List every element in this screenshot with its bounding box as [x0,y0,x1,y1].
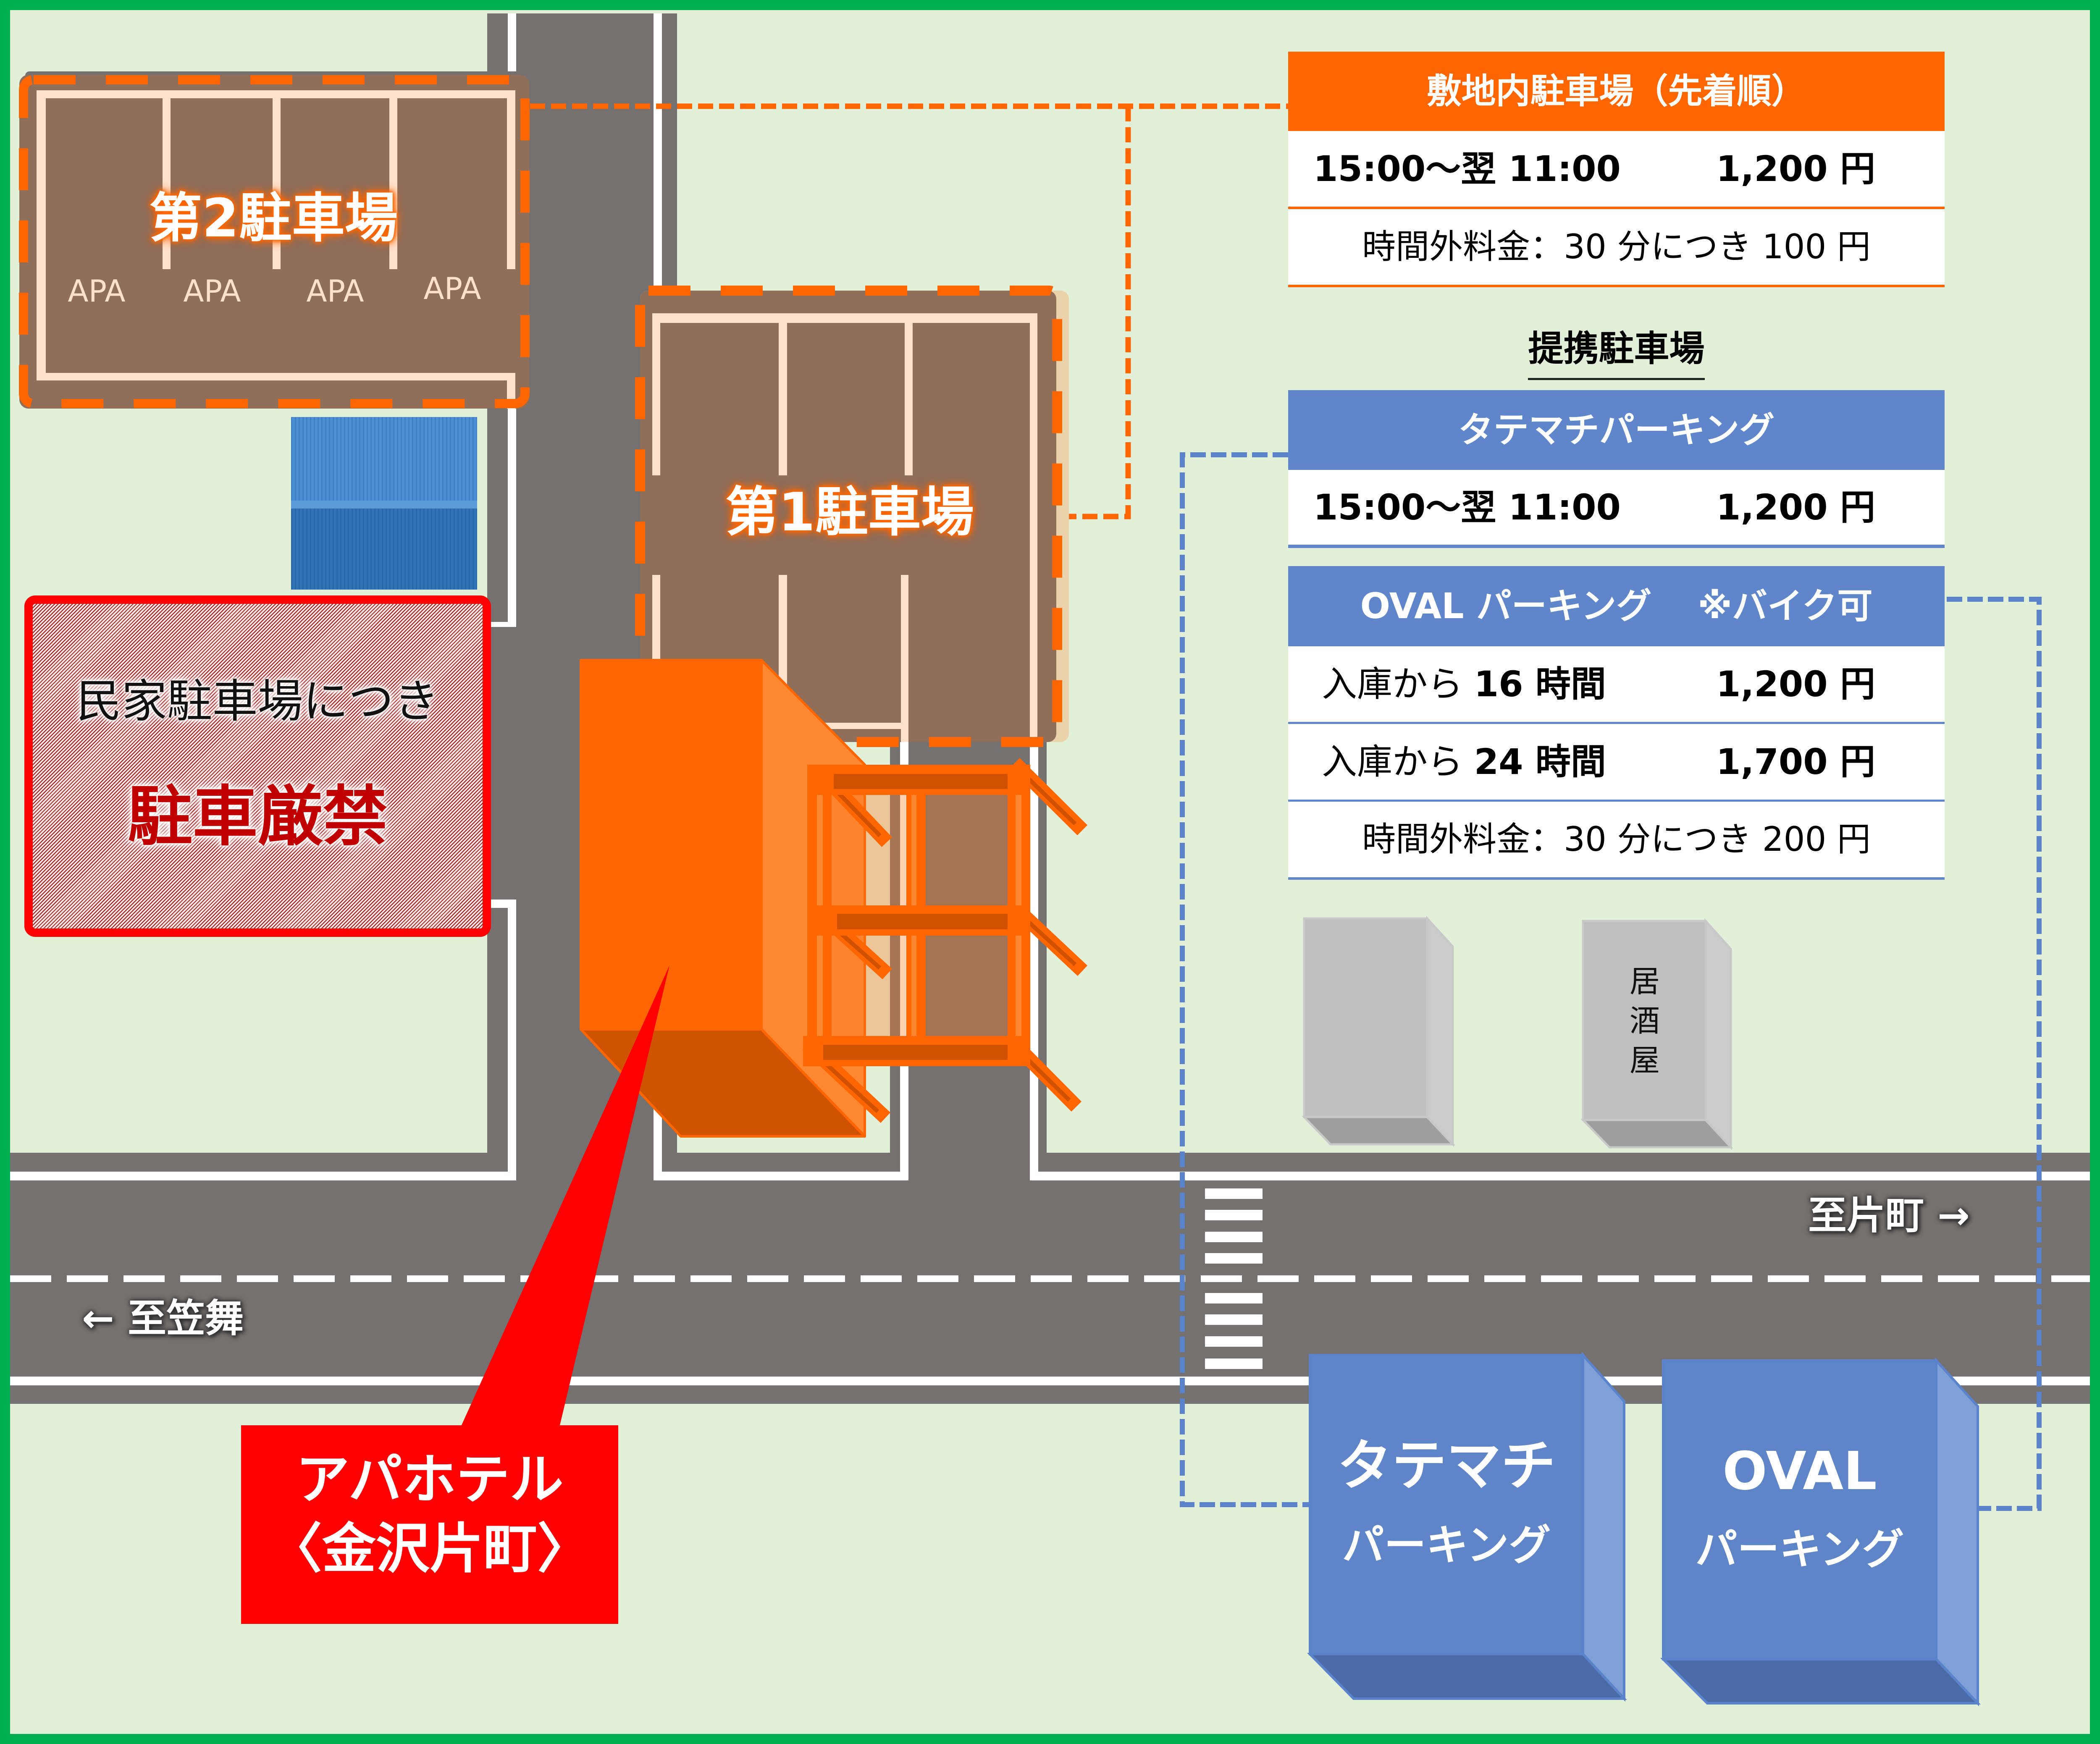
onsite-overtime-row: 時間外料金：30 分につき 100 円 [1288,209,1945,287]
parking-lot-1-area [635,286,1069,747]
izakaya-char: 屋 [1629,1043,1660,1078]
oval-rate-price: 1,200 円 [1716,664,1875,705]
oval-rate-price: 1,700 円 [1716,741,1875,782]
parking-lot-2-area [19,71,530,409]
onsite-rate-row: 15:00～翌 11:00 1,200 円 [1288,131,1945,209]
tatemachi-rate-price: 1,200 円 [1716,487,1875,528]
oval-parking-header: OVAL パーキング ※バイク可 [1288,566,1945,646]
parking-lot-2-label: 第2駐車場 [149,187,398,249]
oval-rate-prefix: 入庫から [1322,741,1463,782]
onsite-overtime-fee: 時間外料金：30 分につき 100 円 [1362,227,1871,266]
tatemachi-parking-header: タテマチパーキング [1288,390,1945,470]
partner-parking-heading-text: 提携駐車場 [1528,328,1705,380]
hotel-callout-label: アパホテル 〈金沢片町〉 [241,1425,618,1624]
oval-building-label-line1: OVAL [1722,1441,1877,1502]
parking-lot-2-boundary [19,75,530,408]
onsite-parking-header: 敷地内駐車場（先着順） [1288,52,1945,131]
oval-parking-note: ※バイク可 [1698,585,1873,627]
onsite-rate-price: 1,200 円 [1716,148,1875,189]
izakaya-label: 居 酒 屋 [1624,962,1666,1080]
parking-space-label: APA [68,273,126,309]
crosswalk [1205,1188,1263,1369]
tatemachi-parking-building [1307,1352,1627,1702]
hotel-front-face [580,659,763,1031]
no-parking-zone: 民家駐車場につき 駐車厳禁 [24,595,491,937]
blue-roof-building [291,417,477,590]
izakaya-char: 酒 [1629,1003,1660,1039]
tatemachi-building-label-line1: タテマチ [1337,1434,1556,1497]
oval-overtime-fee: 時間外料金：30 分につき 200 円 [1362,820,1871,859]
tatemachi-parking-table: タテマチパーキング 15:00～翌 11:00 1,200 円 [1288,390,1945,548]
oval-rate-row: 入庫から 16 時間 1,200 円 [1288,646,1945,724]
izakaya-char: 居 [1629,964,1660,999]
no-parking-note: 民家駐車場につき [76,675,439,728]
hotel-callout-pointer [461,965,669,1427]
direction-to-kasamai: ← 至笠舞 [82,1296,244,1341]
onsite-parking-table: 敷地内駐車場（先着順） 15:00～翌 11:00 1,200 円 時間外料金：… [1288,52,1945,287]
hotel-balcony-frame [802,758,1088,1123]
tatemachi-connector-line [1180,452,1310,1507]
parking-space-label: APA [183,273,241,309]
oval-overtime-row: 時間外料金：30 分につき 200 円 [1288,802,1945,880]
oval-parking-name: OVAL パーキング [1360,585,1652,627]
parking-space-label: APA [306,273,364,309]
oval-parking-table: OVAL パーキング ※バイク可 入庫から 16 時間 1,200 円 入庫から … [1288,566,1945,880]
oval-rate-hours: 24 時間 [1474,741,1606,782]
oval-building-label-line2: パーキング [1695,1525,1904,1574]
tatemachi-rate-time: 15:00～翌 11:00 [1313,487,1621,528]
direction-to-katamachi: 至片町 → [1808,1193,1970,1238]
partner-parking-heading: 提携駐車場 [1288,328,1945,380]
onsite-rate-time: 15:00～翌 11:00 [1313,148,1621,189]
parking-lot-1-label: 第1駐車場 [725,481,974,543]
onsite-connector-line [530,103,1288,519]
hotel-name: アパホテル [296,1448,564,1511]
izakaya-building [1580,918,1733,1150]
tatemachi-rate-row: 15:00～翌 11:00 1,200 円 [1288,470,1945,548]
oval-rate-prefix: 入庫から [1322,664,1463,705]
oval-connector-line [1941,597,2042,1511]
oval-parking-building [1660,1357,1981,1707]
oval-rate-hours: 16 時間 [1474,664,1606,705]
oval-rate-row: 入庫から 24 時間 1,700 円 [1288,724,1945,802]
tatemachi-building-label-line2: パーキング [1342,1521,1551,1570]
parking-space-label: APA [423,271,481,306]
hotel-branch: 〈金沢片町〉 [268,1518,591,1580]
gray-building-1 [1302,915,1455,1147]
no-parking-warning: 駐車厳禁 [127,779,388,855]
